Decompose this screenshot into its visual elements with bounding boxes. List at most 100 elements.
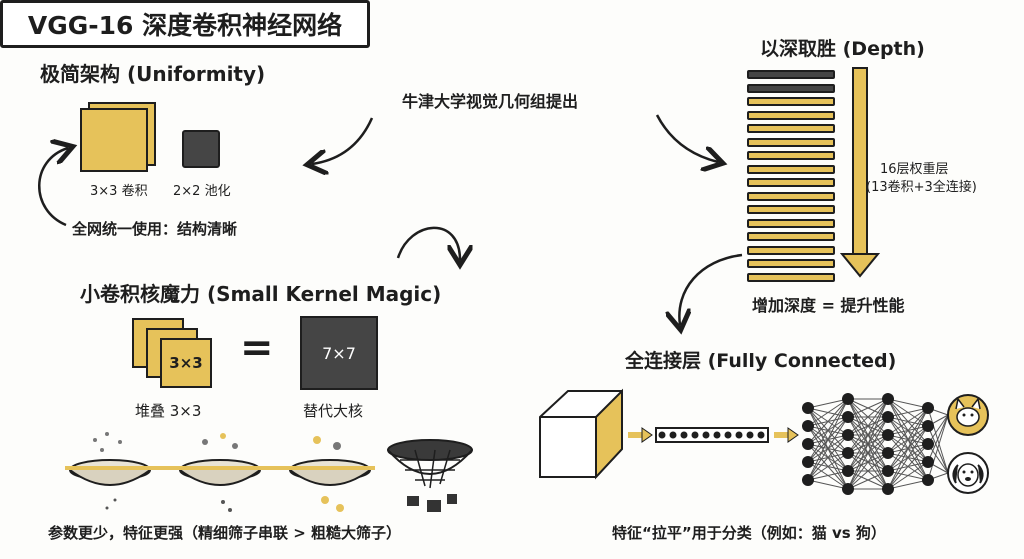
gold-layer <box>747 97 835 106</box>
depth-caption: 增加深度 = 提升性能 <box>752 296 905 315</box>
equals-sign: = <box>240 325 274 371</box>
fine-sieve-3-icon <box>105 436 375 512</box>
big-kernel-label: 7×7 <box>322 343 356 363</box>
fc-connection <box>887 398 929 409</box>
fc-neuron <box>922 438 934 450</box>
depth-down-arrow <box>839 67 881 278</box>
arrow-depth-to-fc <box>679 253 743 325</box>
fc-connection <box>847 434 889 490</box>
fc-neuron <box>922 474 934 486</box>
fine-sieve-2-icon <box>155 433 265 486</box>
pool-label: 2×2 池化 <box>173 184 231 199</box>
flat-node <box>669 431 677 439</box>
conv-label: 3×3 卷积 <box>90 184 148 199</box>
fc-connection <box>807 470 849 481</box>
page-title: VGG-16 深度卷积神经网络 <box>27 11 343 40</box>
gold-layer <box>747 232 835 241</box>
arrow-title-left <box>312 117 374 164</box>
flat-node <box>658 431 666 439</box>
fc-connection <box>847 398 889 436</box>
fc-output-connection <box>927 425 949 474</box>
fc-connection <box>807 398 849 445</box>
flat-node <box>713 431 721 439</box>
fc-neuron <box>802 420 814 432</box>
fc-neuron <box>802 474 814 486</box>
conv-square-front <box>80 108 148 172</box>
flat-node <box>724 431 732 439</box>
gold-layer <box>747 205 835 214</box>
gold-layer <box>747 191 835 201</box>
fc-output-connection <box>927 414 949 463</box>
fc-neuron <box>842 483 854 495</box>
dark-layer <box>747 70 835 79</box>
fc-connection <box>887 407 929 418</box>
gold-layer <box>747 137 835 147</box>
gold-layer <box>747 245 835 255</box>
fc-connection <box>847 398 889 418</box>
fc-connection <box>847 452 889 490</box>
big-kernel-square: 7×7 <box>300 316 378 390</box>
fc-connection <box>847 470 889 490</box>
fc-connection <box>887 407 929 472</box>
flattened-vector <box>655 427 769 443</box>
flat-node <box>702 431 710 439</box>
fc-neuron <box>922 420 934 432</box>
feature-cube-icon <box>539 388 623 480</box>
flat-node <box>691 431 699 439</box>
sieve-illustration <box>65 432 473 512</box>
fc-neuron <box>882 411 894 423</box>
fc-neuron <box>882 465 894 477</box>
title-box: VGG-16 深度卷积神经网络 <box>0 0 370 48</box>
flat-node <box>757 431 765 439</box>
fc-neuron <box>802 438 814 450</box>
fc-connection <box>887 407 929 436</box>
gold-layer <box>747 178 835 187</box>
gold-layer <box>747 259 835 268</box>
gold-layer <box>747 164 835 174</box>
fc-connection <box>887 461 929 490</box>
fc-neuron <box>802 456 814 468</box>
arrow-uniformity-loop <box>38 148 68 227</box>
fine-sieve-1-icon <box>65 432 155 486</box>
fc-connection <box>847 416 889 490</box>
fc-connection <box>887 425 929 490</box>
fc-neuron <box>882 393 894 405</box>
gold-layer <box>747 151 835 160</box>
flat-node <box>746 431 754 439</box>
fc-connection <box>807 452 849 481</box>
kernel-stack-3: 3×3 <box>160 338 212 388</box>
fc-heading: 全连接层 (Fully Connected) <box>625 350 897 372</box>
fc-neuron <box>842 465 854 477</box>
fc-neuron <box>922 456 934 468</box>
uniformity-caption: 全网统一使用：结构清晰 <box>72 220 238 238</box>
fc-neuron <box>882 429 894 441</box>
fc-connection <box>887 443 929 490</box>
fc-connection <box>807 398 849 463</box>
fc-neuron <box>842 447 854 459</box>
fc-connection <box>807 398 849 481</box>
stack-caption: 堆叠 3×3 <box>135 402 202 420</box>
coarse-sieve-icon <box>387 439 473 512</box>
fc-neuron <box>802 402 814 414</box>
layers-detail: (13卷积+3全连接) <box>866 180 977 195</box>
fc-neuron <box>842 411 854 423</box>
fc-connection <box>887 479 929 490</box>
fc-neuron <box>922 402 934 414</box>
fc-connection <box>887 407 929 454</box>
stack-kernel-label: 3×3 <box>169 354 203 372</box>
fc-connection <box>847 398 889 472</box>
fc-neuron <box>842 429 854 441</box>
gold-layer <box>747 218 835 228</box>
pool-square <box>182 130 220 168</box>
flatten-arrow-icon <box>628 427 653 443</box>
flat-node <box>680 431 688 439</box>
uniformity-heading: 极简架构 (Uniformity) <box>40 62 266 86</box>
to-network-arrow-icon <box>774 427 799 443</box>
arrow-to-small-kernel <box>396 226 460 260</box>
gold-layer <box>747 124 835 133</box>
fc-connection <box>887 407 929 490</box>
fc-connection <box>847 398 889 454</box>
gold-layer <box>747 272 835 282</box>
cat-icon <box>947 394 989 436</box>
layers-label: 16层权重层 <box>880 162 949 177</box>
